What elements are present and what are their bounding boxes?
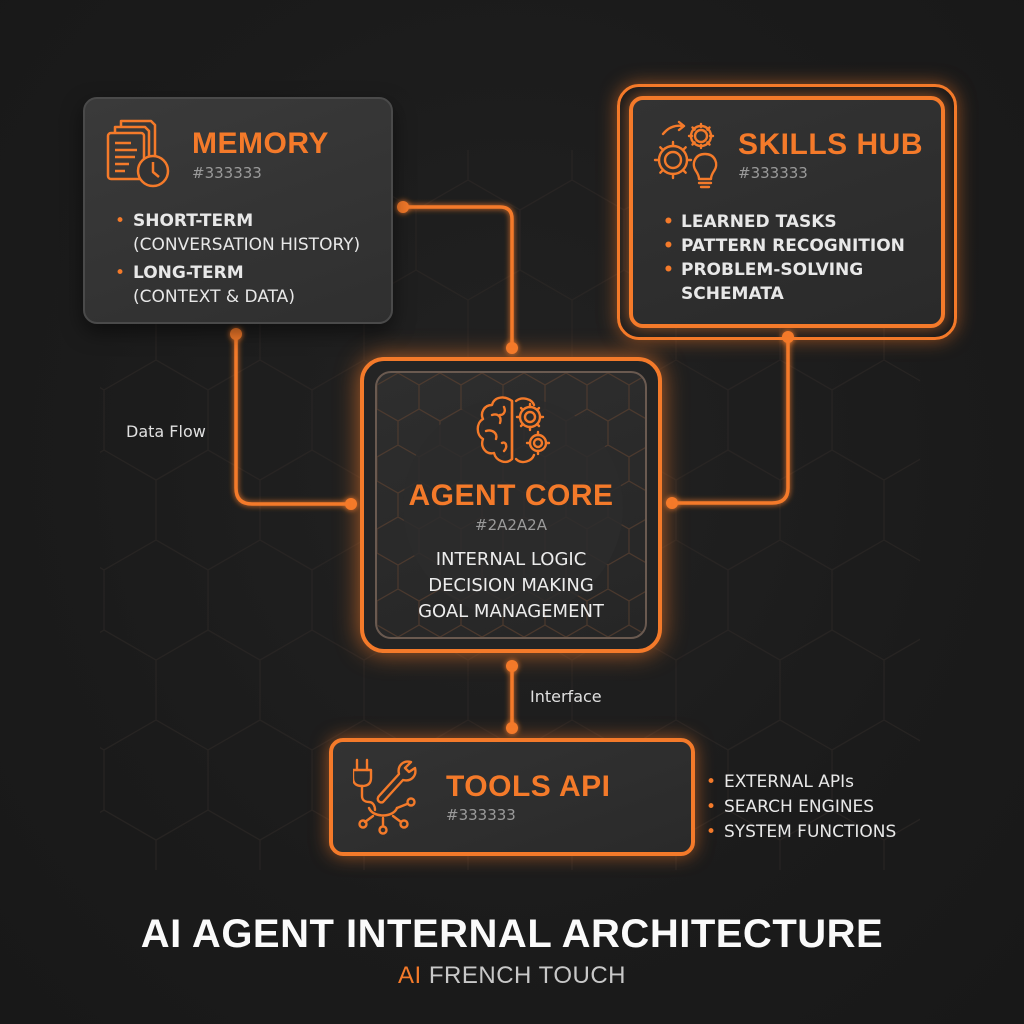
agent-core-hex: #2A2A2A	[475, 516, 547, 534]
list-item: PATTERN RECOGNITION	[663, 234, 905, 258]
core-line: INTERNAL LOGIC	[435, 549, 587, 570]
list-item: EXTERNAL APIs	[706, 770, 896, 794]
skills-hub-box[interactable]: SKILLS HUB #333333 LEARNED TASKS PATTERN…	[629, 96, 945, 328]
skills-hub-list: LEARNED TASKS PATTERN RECOGNITION PROBLE…	[663, 210, 905, 306]
memory-list: SHORT-TERM(CONVERSATION HISTORY) LONG-TE…	[115, 209, 360, 309]
subtitle-accent: AI	[398, 962, 422, 989]
documents-clock-icon	[106, 119, 170, 188]
list-item: SYSTEM FUNCTIONS	[706, 820, 896, 844]
gears-lightbulb-icon	[653, 120, 718, 189]
skills-hub-hex: #333333	[738, 164, 808, 182]
tools-api-hex: #333333	[446, 806, 516, 824]
memory-title: MEMORY	[192, 127, 329, 160]
agent-core-functions: INTERNAL LOGIC DECISION MAKING GOAL MANA…	[377, 547, 645, 625]
list-item: SEARCH ENGINES	[706, 795, 896, 819]
page-subtitle: AI FRENCH TOUCH	[0, 962, 1024, 990]
agent-core-title: AGENT CORE	[408, 479, 614, 512]
memory-box[interactable]: MEMORY #333333 SHORT-TERM(CONVERSATION H…	[83, 97, 393, 324]
brain-gears-icon	[476, 396, 551, 464]
agent-core-box[interactable]: AGENT CORE #2A2A2A INTERNAL LOGIC DECISI…	[375, 371, 647, 639]
tools-api-title: TOOLS API	[446, 770, 611, 803]
subtitle-rest: FRENCH TOUCH	[421, 962, 626, 989]
core-line: DECISION MAKING	[428, 575, 594, 596]
page-title: AI AGENT INTERNAL ARCHITECTURE	[140, 912, 884, 956]
core-line: GOAL MANAGEMENT	[418, 601, 604, 622]
tools-api-box[interactable]: TOOLS API #333333	[329, 738, 695, 856]
interface-label: Interface	[530, 687, 602, 706]
memory-hex: #333333	[192, 164, 262, 182]
skills-hub-outer-frame	[617, 84, 957, 340]
list-item: LEARNED TASKS	[663, 210, 905, 234]
list-item: SHORT-TERM(CONVERSATION HISTORY)	[115, 209, 360, 257]
data-flow-label: Data Flow	[126, 422, 206, 441]
tools-api-list: EXTERNAL APIs SEARCH ENGINES SYSTEM FUNC…	[706, 770, 896, 844]
plug-wrench-network-icon	[353, 758, 417, 835]
skills-hub-title: SKILLS HUB	[738, 128, 923, 161]
list-item: LONG-TERM(CONTEXT & DATA)	[115, 261, 360, 309]
